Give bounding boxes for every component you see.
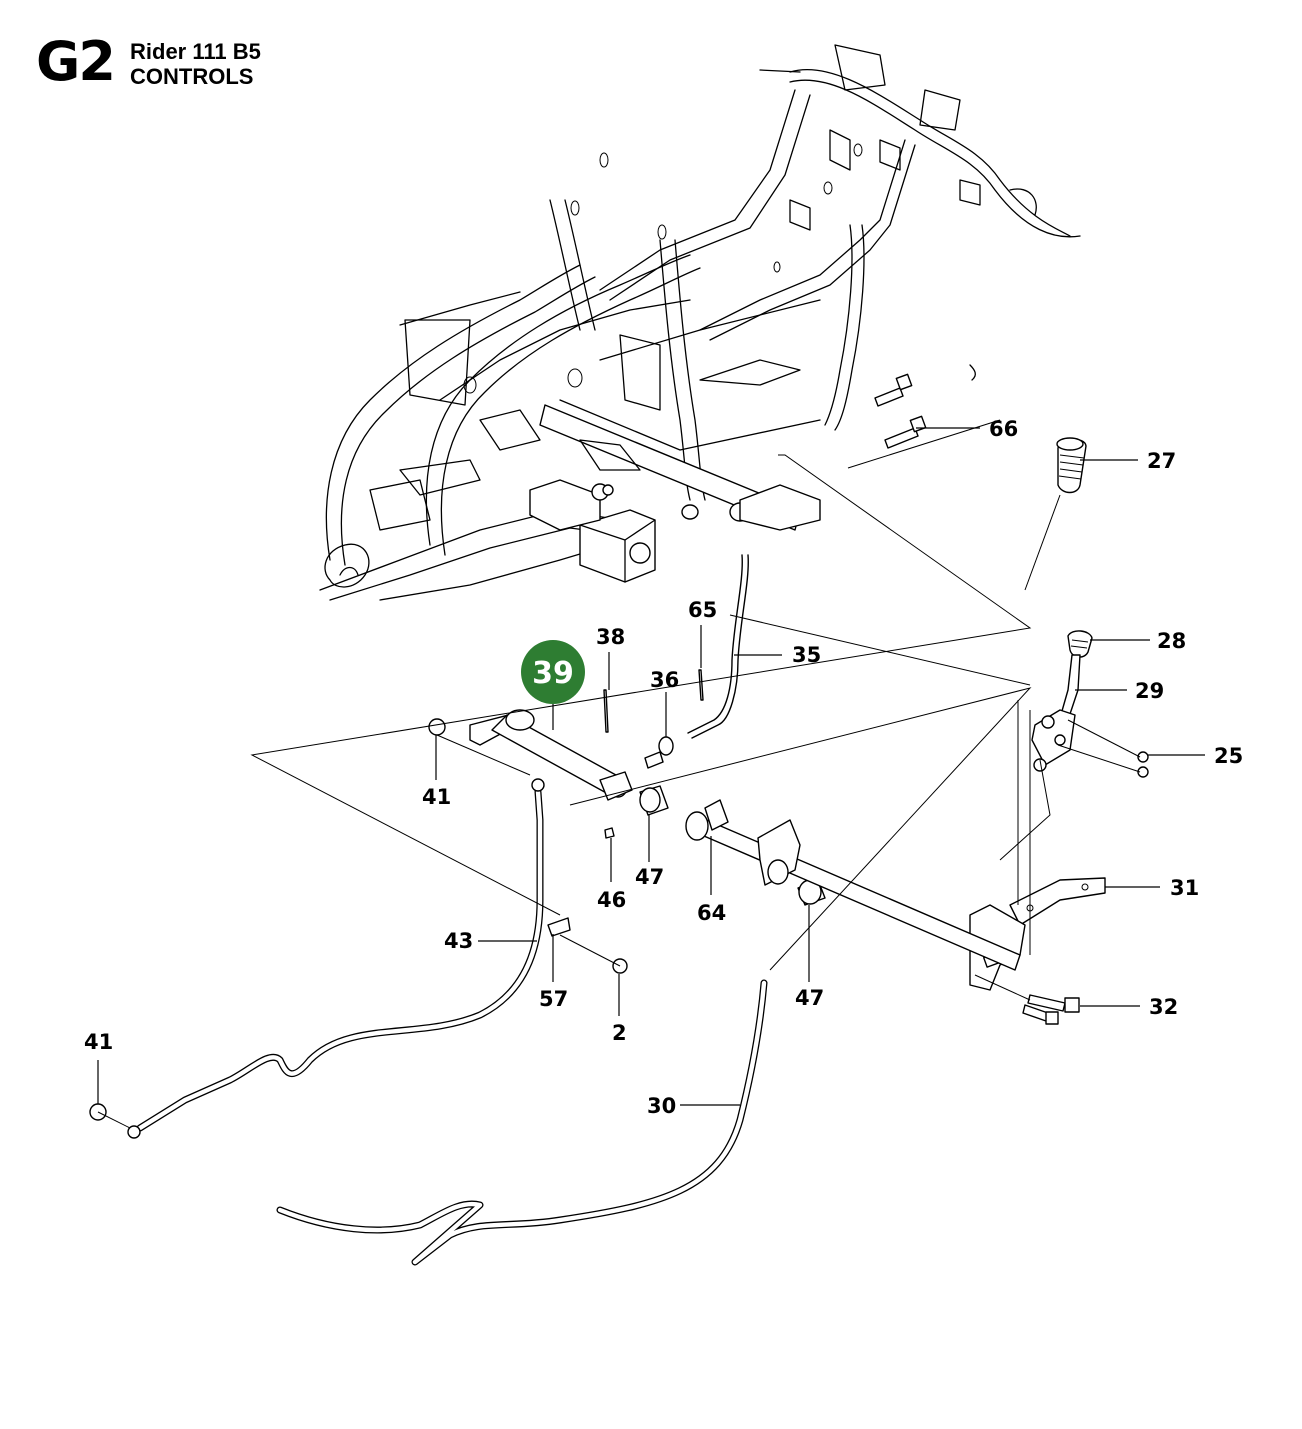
- callout-28[interactable]: 28: [1157, 629, 1186, 653]
- callout-2[interactable]: 2: [612, 1021, 627, 1045]
- callout-47-right[interactable]: 47: [795, 986, 824, 1010]
- callout-57[interactable]: 57: [539, 987, 568, 1011]
- highlight-label[interactable]: 39: [532, 656, 574, 691]
- callout-43[interactable]: 43: [444, 929, 473, 953]
- callout-30[interactable]: 30: [647, 1094, 676, 1118]
- section-code: G2: [36, 30, 116, 93]
- highlight-circle[interactable]: [521, 640, 585, 704]
- callout-31[interactable]: 31: [1170, 876, 1199, 900]
- callout-27[interactable]: 27: [1147, 449, 1176, 473]
- callout-36[interactable]: 36: [650, 668, 679, 692]
- callout-47-left[interactable]: 47: [635, 865, 664, 889]
- leader-lines: [97, 427, 1205, 1106]
- pin-65: [698, 669, 704, 701]
- bolt-66: [874, 373, 927, 449]
- callout-41-bottom[interactable]: 41: [84, 1030, 113, 1054]
- bracket-57: [547, 917, 571, 937]
- diagram-title: CONTROLS: [130, 64, 254, 89]
- screw-25: [1137, 751, 1149, 778]
- callout-46[interactable]: 46: [597, 888, 626, 912]
- callout-66[interactable]: 66: [989, 417, 1018, 441]
- callout-41-top[interactable]: 41: [422, 785, 451, 809]
- lever-28-29: [1031, 630, 1093, 772]
- cross-shaft-64: [685, 799, 1021, 971]
- model-name: Rider 111 B5: [130, 39, 261, 64]
- knob-27: [1056, 437, 1087, 494]
- clip-46: [604, 827, 615, 839]
- callout-labels: 66 27 28 29 25 31 32 38 65 35 36 41 47 4…: [84, 417, 1243, 1118]
- cable-30: [276, 979, 768, 1266]
- pin-38: [603, 689, 609, 733]
- callout-65[interactable]: 65: [688, 598, 717, 622]
- callout-35[interactable]: 35: [792, 643, 821, 667]
- callout-29[interactable]: 29: [1135, 679, 1164, 703]
- chassis-frame: [319, 44, 1081, 601]
- exploded-parts: [89, 373, 1149, 1266]
- pedal-shaft-39: [469, 709, 633, 801]
- washer-36: [644, 736, 674, 769]
- callout-64[interactable]: 64: [697, 901, 726, 925]
- callout-32[interactable]: 32: [1149, 995, 1178, 1019]
- cable-43: [127, 778, 545, 1139]
- callout-25[interactable]: 25: [1214, 744, 1243, 768]
- callout-38[interactable]: 38: [596, 625, 625, 649]
- rod-35: [691, 554, 749, 739]
- highlight-39[interactable]: 39: [521, 640, 585, 704]
- bracket-31: [1009, 877, 1106, 926]
